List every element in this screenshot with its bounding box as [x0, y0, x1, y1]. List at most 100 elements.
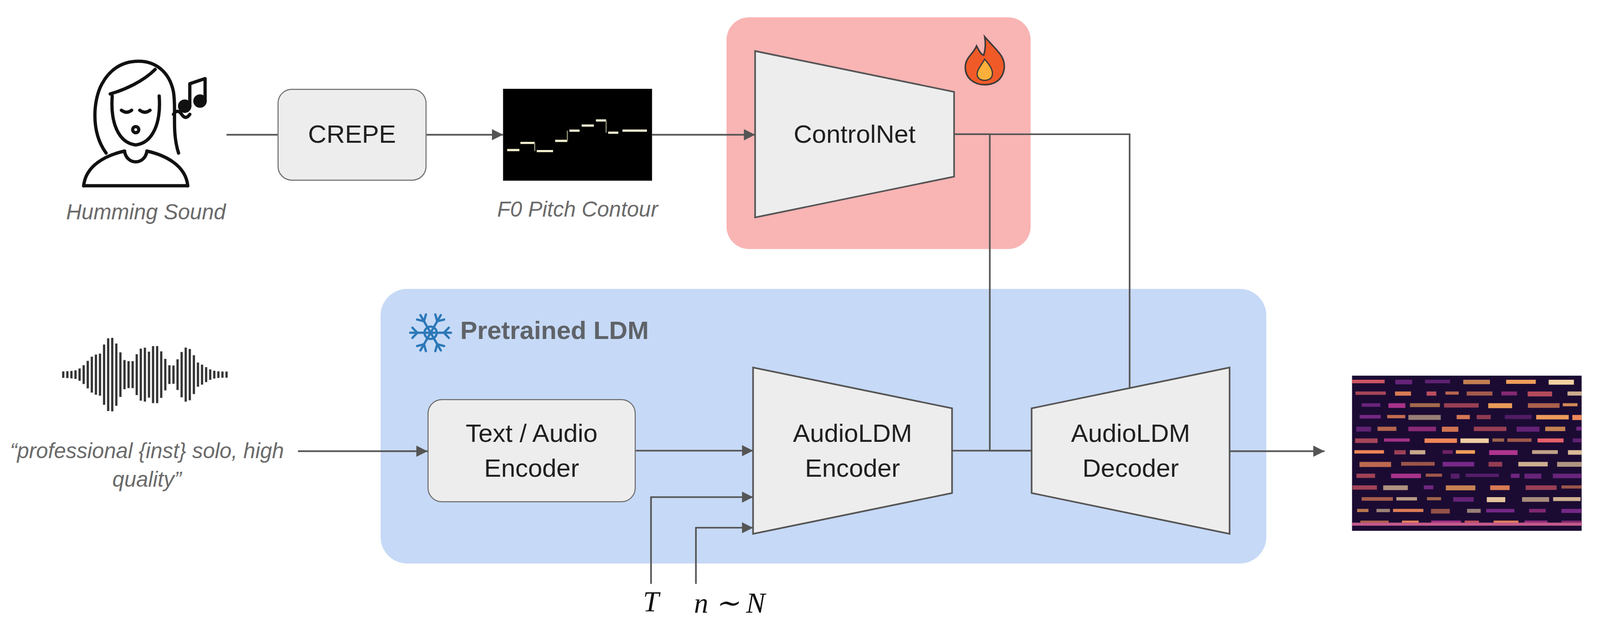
waveform-bar — [221, 371, 224, 378]
waveform-bar — [78, 368, 81, 381]
noise-arrow — [695, 527, 753, 584]
spectrogram-streak — [1361, 403, 1381, 407]
spectrogram-streak — [1518, 461, 1548, 467]
spectrogram-streak — [1524, 473, 1542, 479]
spectrogram-streak — [1431, 508, 1451, 514]
snowflake-branch — [412, 332, 418, 338]
spectrogram-streak — [1409, 449, 1426, 454]
spectrogram-streak — [1567, 391, 1582, 396]
spectrogram-streak — [1561, 485, 1582, 489]
waveform-bar — [106, 337, 110, 411]
contour-segment — [507, 149, 520, 152]
block-outline — [752, 367, 952, 534]
contour-segment — [581, 124, 594, 127]
spectrogram-streak — [1408, 426, 1437, 432]
contour-segment — [595, 119, 607, 122]
spectrogram-streak — [1510, 473, 1520, 478]
waveform-bar — [197, 362, 200, 387]
spectrogram-streak — [1431, 520, 1461, 526]
spectrogram-streak — [1572, 414, 1582, 420]
block-outline — [1031, 367, 1230, 534]
output-arrow — [1229, 450, 1325, 453]
encoder-box: Text / Audio Encoder — [427, 399, 637, 503]
spectrogram-streak — [1567, 449, 1582, 455]
spectrogram-streak — [1489, 449, 1518, 455]
waveform-bar — [192, 355, 196, 395]
contour-segment — [608, 131, 619, 134]
snowflake-arm — [430, 331, 452, 334]
contour-step — [534, 142, 536, 151]
spectrogram-streak — [1352, 485, 1378, 490]
frozen-model-panel: Pretrained LDMText / Audio EncoderAudioL… — [380, 288, 1267, 564]
snowflake-branch — [417, 344, 425, 347]
spectrogram-streak — [1488, 403, 1513, 409]
waveform-bar — [94, 354, 97, 395]
spectrogram-streak — [1401, 461, 1435, 466]
spectrogram-streak — [1501, 391, 1518, 396]
spectrogram-streak — [1545, 426, 1566, 432]
pitch-contour-image: F0 Pitch Contour — [503, 88, 653, 181]
spectrogram-streak — [1360, 520, 1389, 526]
waveform-bar — [82, 365, 85, 384]
waveform-bar — [180, 351, 183, 398]
waveform-bar — [119, 352, 122, 397]
snowflake-core — [424, 326, 437, 339]
waveform-bar — [184, 347, 187, 402]
block-label: AudioLDM Decoder — [1043, 415, 1218, 485]
spectrogram-baseline — [1352, 522, 1582, 526]
timestep-arrow — [650, 496, 753, 584]
waveform-bar — [102, 344, 106, 405]
waveform-bar — [110, 337, 114, 412]
waveform-bar — [143, 347, 146, 402]
spectrogram-streak — [1552, 473, 1582, 478]
spectrogram-streak — [1525, 485, 1557, 490]
spectrogram-streak — [1395, 379, 1413, 385]
spectrogram-streak — [1516, 426, 1540, 432]
spectrogram-streak — [1387, 414, 1406, 419]
spectrogram-streak — [1490, 485, 1510, 490]
block-label: CREPE — [308, 117, 396, 152]
trapezoid-shape — [1031, 367, 1230, 534]
icon-stroke — [189, 78, 206, 107]
spectrogram-streak — [1352, 379, 1385, 384]
spectrogram-streak — [1408, 414, 1441, 420]
spectrogram-streak — [1395, 391, 1412, 396]
icon-stroke — [121, 110, 132, 113]
spectrogram-streak — [1396, 496, 1417, 501]
snowflake-branch — [437, 344, 444, 347]
spectrogram-streak — [1507, 438, 1532, 442]
waveform-bar — [155, 346, 159, 404]
waveform-bar — [98, 353, 102, 396]
spectrogram-streak — [1444, 403, 1479, 408]
spectrogram-streak — [1561, 520, 1582, 525]
waveform-bar — [168, 365, 171, 384]
timestep-symbol: T — [620, 585, 682, 619]
spectrogram-streak — [1445, 485, 1476, 491]
spectrogram-background — [1352, 375, 1582, 531]
snowflake-arm — [430, 314, 442, 333]
snowflake-branch — [424, 314, 426, 322]
spectrogram-streak — [1572, 438, 1582, 443]
contour-step — [566, 130, 569, 141]
waveform-bar — [147, 351, 150, 398]
waveform-bar — [151, 346, 155, 404]
spectrogram-streak — [1527, 391, 1552, 397]
spectrogram-streak — [1391, 473, 1422, 478]
controlnet-block: ControlNet — [755, 51, 955, 218]
icon-stroke — [110, 69, 155, 94]
spectrogram-streak — [1426, 496, 1441, 501]
contour-step — [605, 120, 608, 133]
block-label: Text / Audio Encoder — [444, 415, 619, 485]
waveform-icon — [63, 337, 227, 412]
spectrogram-streak — [1524, 520, 1548, 525]
spectrogram-streak — [1556, 461, 1582, 467]
waveform-bar — [188, 348, 191, 400]
waveform-bar — [225, 371, 228, 378]
note-head — [194, 96, 206, 107]
icon-stroke — [124, 150, 148, 162]
snowflake-branch — [435, 344, 438, 352]
spectrogram-streak — [1506, 379, 1536, 384]
waveform-bar — [123, 359, 126, 389]
